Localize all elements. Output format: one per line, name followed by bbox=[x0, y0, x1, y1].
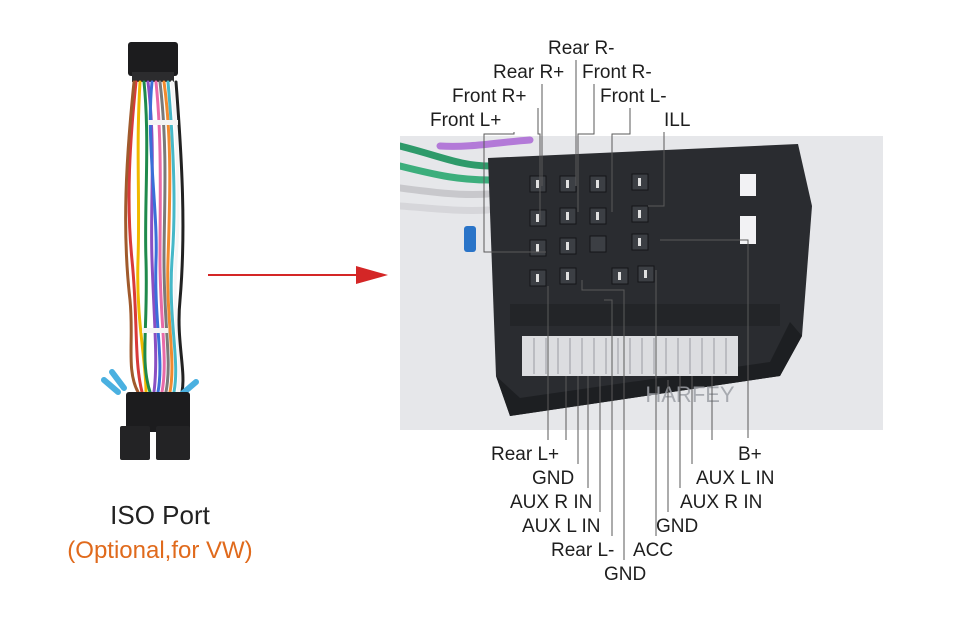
blue-clip bbox=[464, 226, 476, 252]
cable-tie-top bbox=[148, 120, 178, 125]
label-front-r-plus: Front R+ bbox=[452, 86, 527, 107]
label-front-r-minus: Front R- bbox=[582, 62, 652, 83]
iso-plug-body bbox=[126, 392, 190, 432]
iso-port-subtitle: (Optional,for VW) bbox=[67, 537, 253, 564]
label-ill: ILL bbox=[664, 110, 691, 131]
label-aux-r-in-2: AUX R IN bbox=[680, 492, 763, 513]
label-rear-l-minus: Rear L- bbox=[551, 540, 615, 561]
label-aux-l-in-2: AUX L IN bbox=[696, 468, 775, 489]
connector-photo: HARFEY bbox=[400, 136, 883, 430]
wire-bundle bbox=[124, 80, 185, 394]
label-rear-r-minus: Rear R- bbox=[548, 38, 615, 59]
arrow-head bbox=[356, 266, 388, 284]
label-gnd-3: GND bbox=[656, 516, 699, 537]
housing-slot-lower bbox=[740, 216, 756, 244]
label-aux-r-in-1: AUX R IN bbox=[510, 492, 593, 513]
label-gnd-2: GND bbox=[604, 564, 647, 585]
iso-harness-illustration bbox=[101, 42, 199, 460]
label-front-l-plus: Front L+ bbox=[430, 110, 502, 131]
iso-plug-tab-left bbox=[120, 426, 150, 460]
label-aux-l-in-1: AUX L IN bbox=[522, 516, 601, 537]
label-acc: ACC bbox=[633, 540, 674, 561]
label-gnd-1: GND bbox=[532, 468, 575, 489]
label-rear-l-plus: Rear L+ bbox=[491, 444, 560, 465]
label-b-plus: B+ bbox=[738, 444, 762, 465]
cable-tie-bottom bbox=[142, 328, 168, 333]
top-plug-collar bbox=[132, 72, 174, 82]
iso-port-title: ISO Port bbox=[110, 500, 210, 530]
label-front-l-minus: Front L- bbox=[600, 86, 667, 107]
iso-plug-tab-right bbox=[156, 426, 190, 460]
housing-slot-upper bbox=[740, 174, 756, 196]
top-plug bbox=[128, 42, 178, 76]
photo-wires bbox=[400, 136, 534, 215]
label-rear-r-plus: Rear R+ bbox=[493, 62, 565, 83]
watermark: HARFEY bbox=[645, 382, 735, 407]
